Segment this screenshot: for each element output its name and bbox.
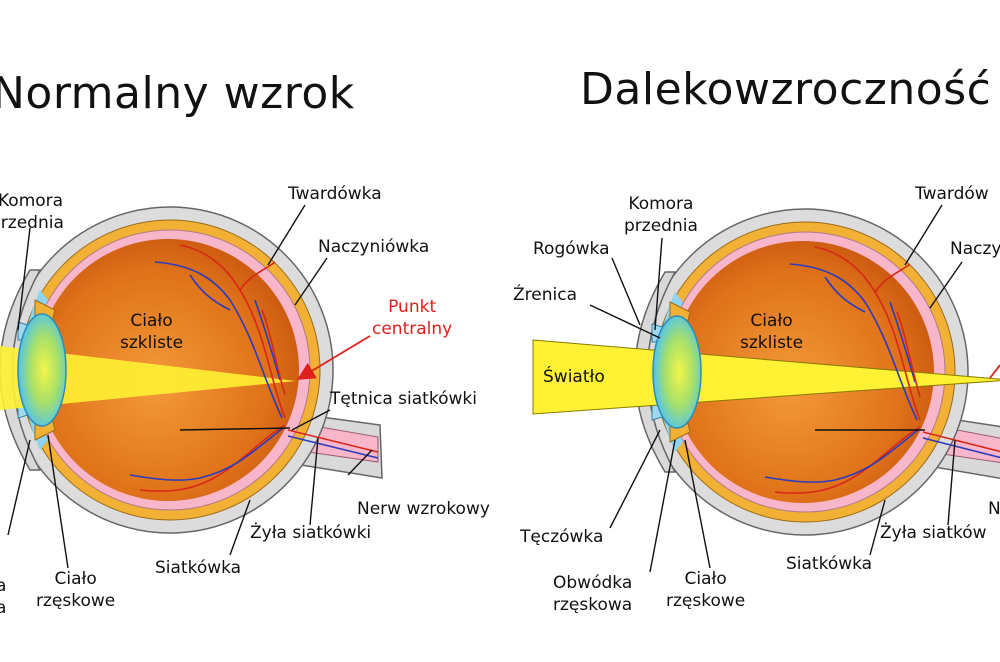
label-vitreous: Ciało szkliste	[120, 310, 183, 354]
title-normal-vision: Normalny wzrok	[0, 68, 355, 119]
label-optic-nerve: Nerw wzrokowy	[357, 499, 490, 519]
label-focal-point: Punkt centralny	[372, 296, 452, 340]
label-line: przednia	[0, 213, 64, 233]
label-line: centralny	[372, 319, 453, 339]
label-line: szkliste	[740, 333, 804, 353]
label-line: szkliste	[120, 333, 184, 353]
label-line: rzęskowe	[36, 591, 116, 611]
focal-point-arrow	[989, 364, 1000, 379]
label-ciliary-body: Ciało rzęskowe	[36, 568, 115, 612]
label-line: Obwódka	[553, 573, 633, 593]
label-ciliary-zonule: Obwódka rzęskowa	[553, 572, 632, 616]
label-choroid: Naczy	[950, 239, 1000, 259]
label-retinal-artery: Tętnica siatkówki	[330, 389, 477, 409]
label-cornea: Rogówka	[533, 239, 610, 259]
label-retina: Siatkówka	[786, 554, 873, 574]
label-retinal-vein: Żyła siatków	[880, 523, 987, 543]
focal-point-arrow	[296, 335, 371, 380]
label-line: Punkt	[388, 297, 437, 317]
label-ciliary-body: Ciało rzęskowe	[666, 568, 745, 612]
label-sclera: Twardówka	[288, 184, 382, 204]
label-iris: Tęczówka	[520, 527, 604, 547]
label-retina: Siatkówka	[155, 558, 242, 578]
cornea	[0, 269, 42, 471]
retinal-vessels	[129, 244, 379, 492]
label-pupil: Źrenica	[513, 285, 577, 305]
label-line: Ciało	[684, 569, 727, 589]
lens	[652, 315, 702, 429]
label-cutoff: a a	[0, 575, 6, 619]
label-anterior-chamber: Komora przednia	[0, 190, 64, 234]
label-line: Ciało	[750, 311, 793, 331]
label-cutoff: N	[988, 499, 1000, 519]
label-line: Komora	[0, 191, 64, 211]
hyperopic-eye	[532, 204, 1000, 573]
label-choroid: Naczyniówka	[318, 237, 430, 257]
lens	[17, 313, 67, 427]
retinal-vessels	[764, 246, 1000, 494]
label-anterior-chamber: Komora przednia	[624, 193, 698, 237]
light-beam	[532, 339, 1000, 415]
label-sclera: Twardów	[915, 184, 989, 204]
normal-eye	[0, 204, 383, 569]
label-line: rzęskowe	[666, 591, 746, 611]
label-line: Ciało	[130, 311, 173, 331]
label-line: a	[0, 576, 7, 596]
right-leader-lines	[589, 204, 963, 573]
light-beam	[0, 346, 296, 410]
label-vitreous: Ciało szkliste	[740, 310, 803, 354]
label-light: Światło	[543, 367, 605, 387]
label-line: Komora	[628, 194, 694, 214]
label-line: Ciało	[54, 569, 97, 589]
label-line: a	[0, 598, 7, 618]
label-line: rzęskowa	[553, 595, 633, 615]
left-leader-lines	[7, 204, 373, 569]
title-hyperopia: Dalekowzroczność	[580, 64, 992, 115]
cornea	[634, 271, 677, 473]
label-line: przednia	[624, 216, 698, 236]
label-retinal-vein: Żyła siatkówki	[250, 523, 372, 543]
